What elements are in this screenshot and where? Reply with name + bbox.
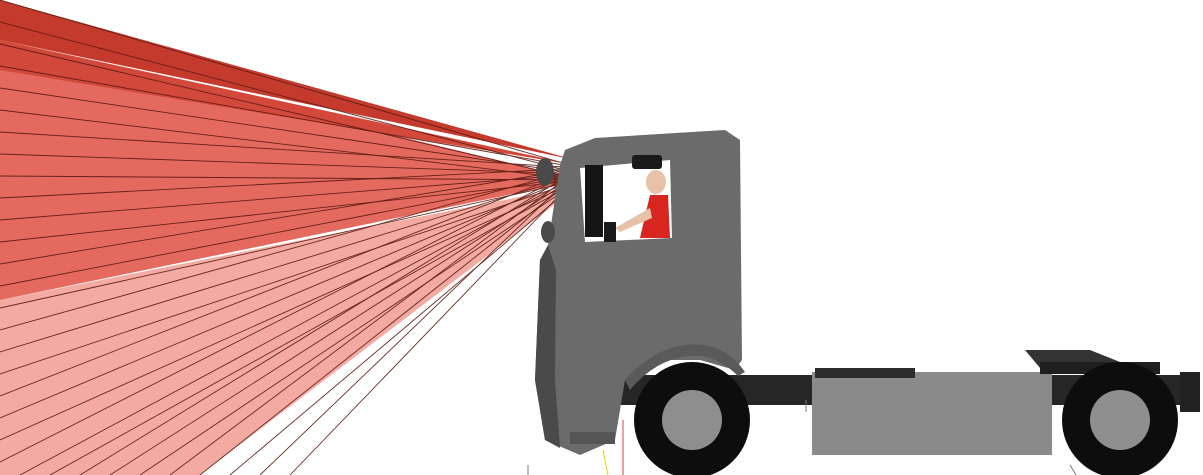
steering-wheel: [604, 222, 616, 242]
front-hub: [662, 390, 722, 450]
fuel-tank: [812, 372, 1052, 455]
bumper-step: [570, 432, 615, 444]
driver-hat: [632, 155, 662, 169]
rear-wheel: [1062, 362, 1178, 475]
sight-line-fan: [0, 0, 580, 475]
fuel-tank-top: [815, 368, 915, 378]
driver-head: [646, 170, 666, 194]
a-pillar: [585, 165, 603, 237]
mirror-upper: [536, 158, 554, 186]
front-wheel: [634, 362, 750, 475]
mirror-lower: [541, 221, 555, 243]
rear-hub: [1090, 390, 1150, 450]
rear-light: [1180, 372, 1200, 412]
